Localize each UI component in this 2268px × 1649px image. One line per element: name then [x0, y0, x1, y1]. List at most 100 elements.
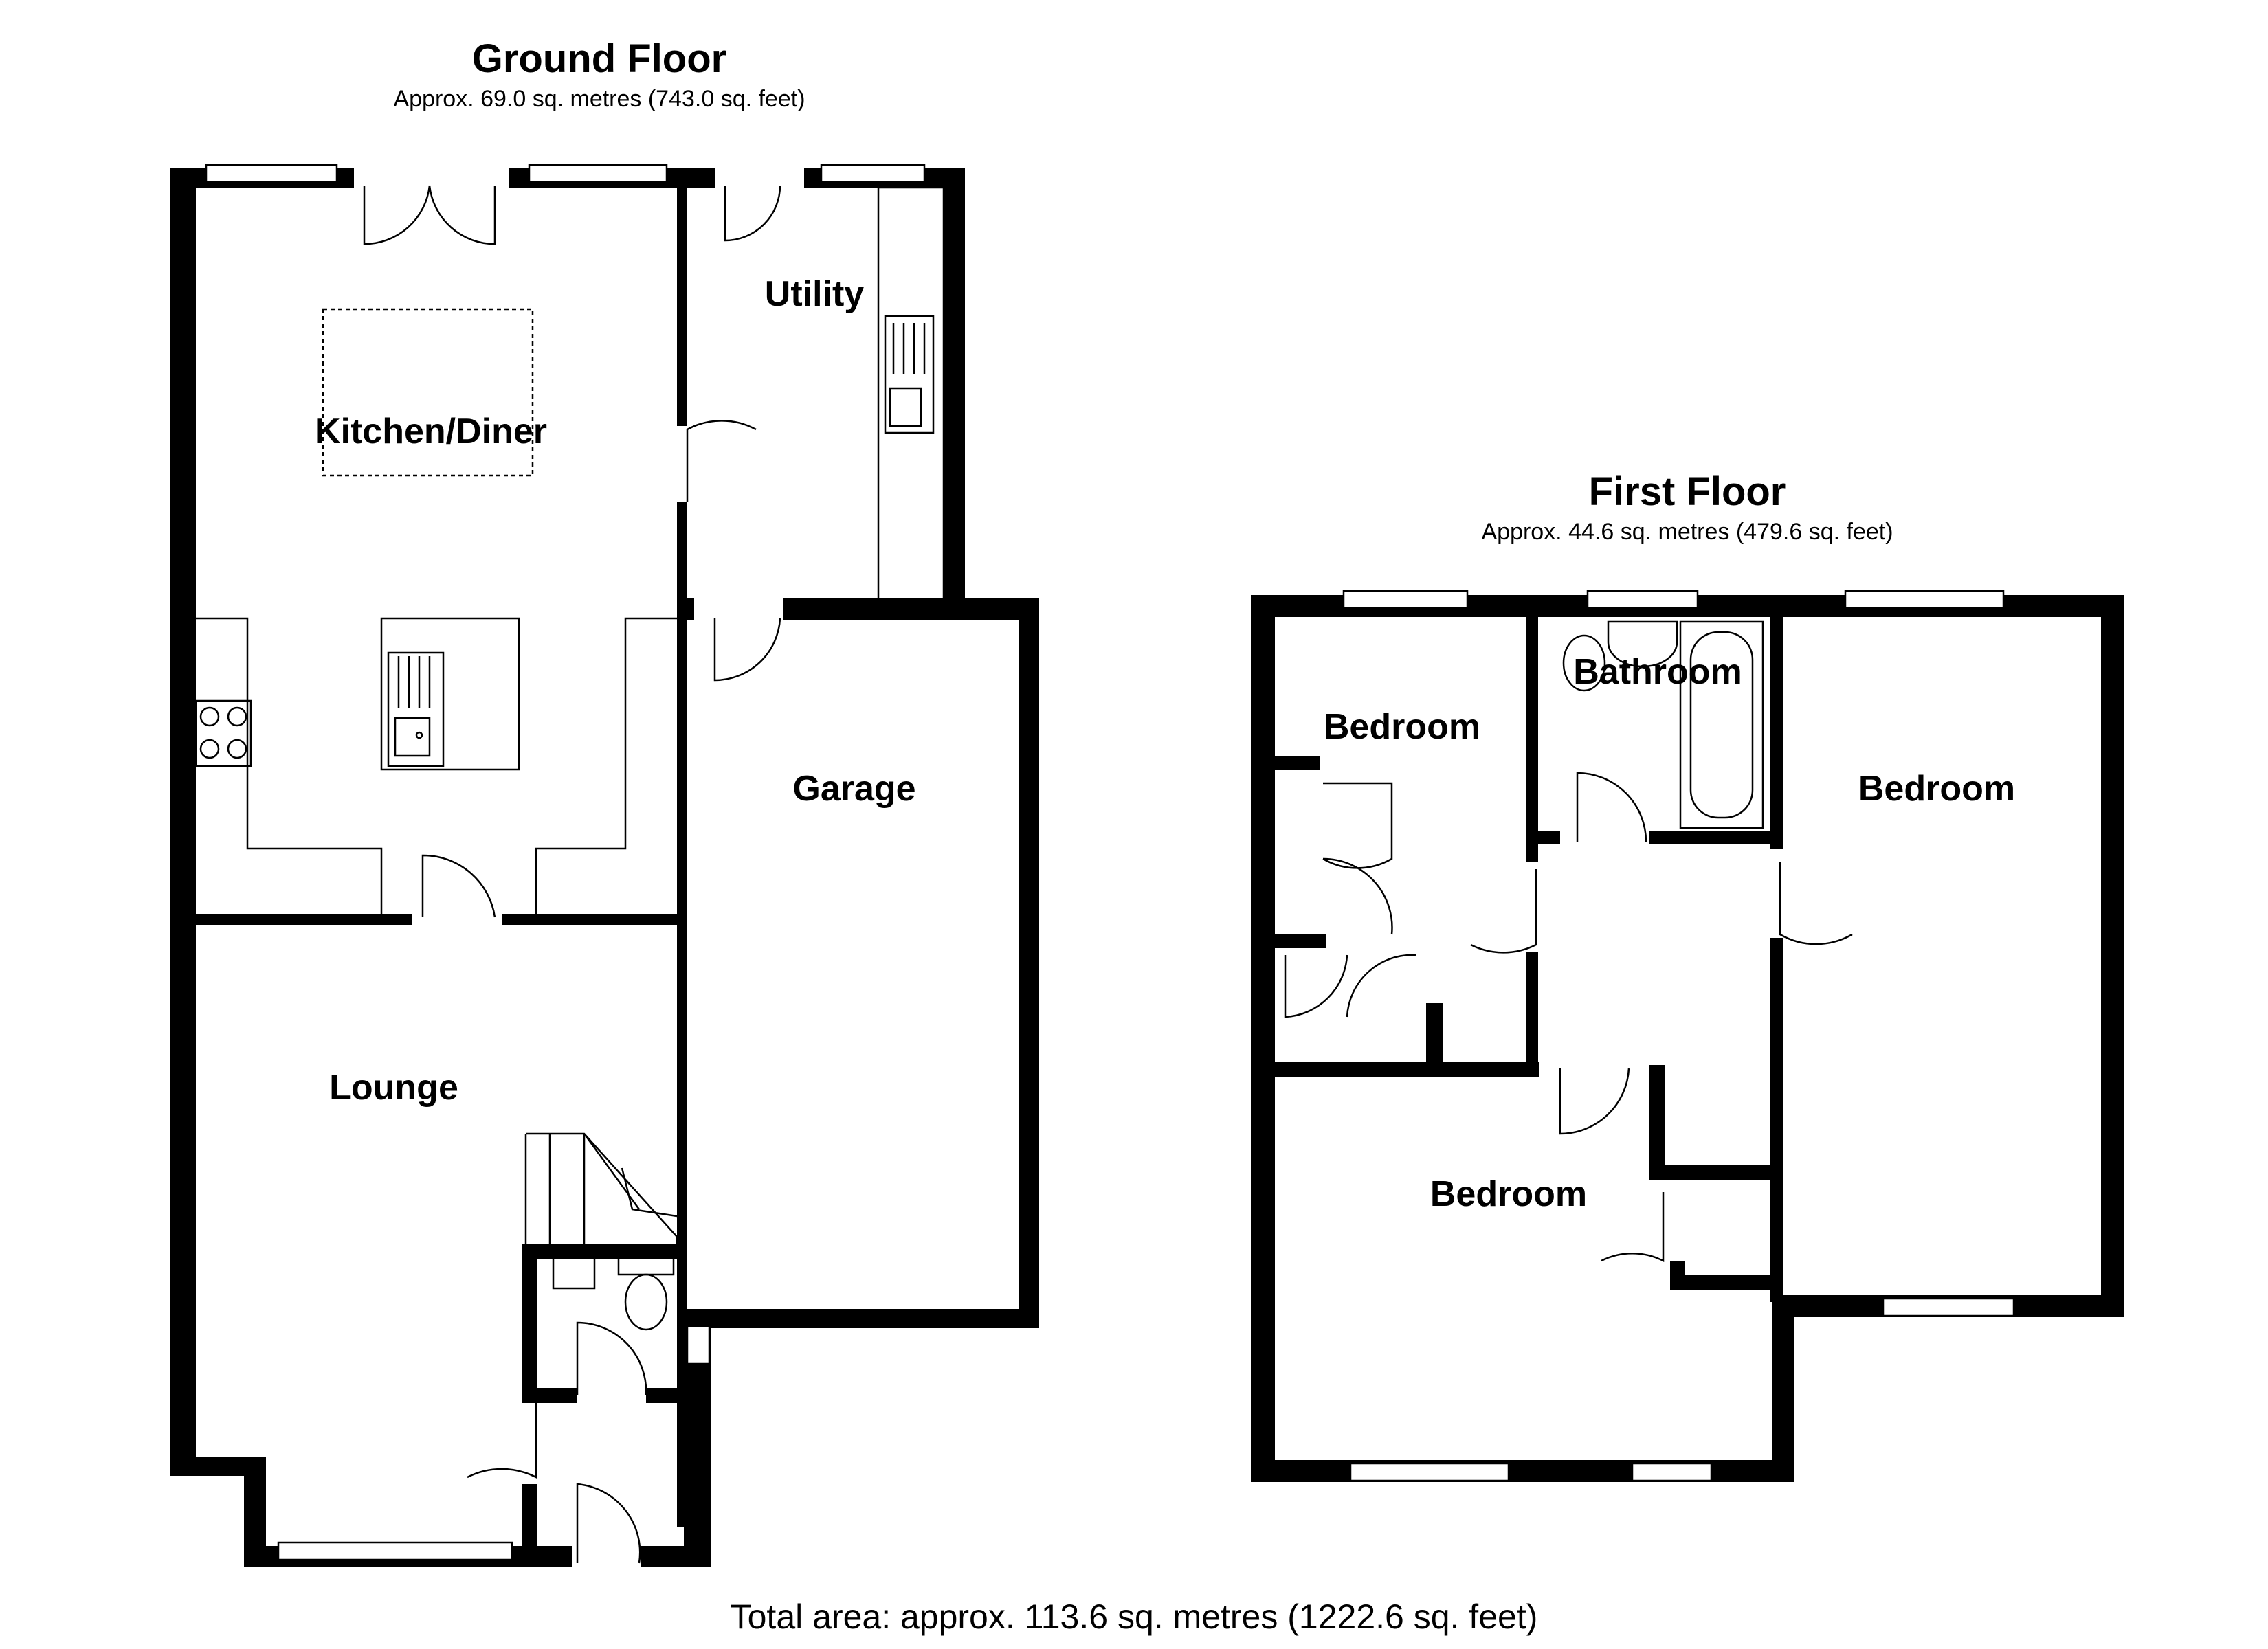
- room-label-bedroom-left: Bedroom: [1324, 707, 1480, 747]
- bedroom-bedroom-wall: [1271, 1062, 1539, 1077]
- first-floor-area: Approx. 44.6 sq. metres (479.6 sq. feet): [1481, 519, 1893, 545]
- wc-door-swing: [576, 1321, 647, 1395]
- cupboard-door-swing: [1601, 1192, 1665, 1263]
- bedroom-bathroom-wall-upper: [1526, 615, 1538, 862]
- stairs-icon: [524, 1132, 678, 1247]
- kitchen-lounge-door-swing: [421, 854, 496, 918]
- cupboard-north-wall: [1649, 1165, 1773, 1180]
- total-area: Total area: approx. 113.6 sq. metres (12…: [731, 1597, 1538, 1636]
- porch-inner-door-swing: [467, 1402, 537, 1479]
- wc-basin-icon: [552, 1256, 596, 1290]
- cupboard-south-wall: [1670, 1275, 1773, 1290]
- ground-floor-title: Ground Floor: [472, 36, 727, 81]
- sink-drainer-icon: [387, 651, 445, 767]
- kitchen-lounge-west-wall: [170, 168, 196, 1474]
- drainer-grooves-icon: [397, 656, 431, 708]
- lounge-bay-window: [277, 1541, 513, 1561]
- bathroom-door-swing: [1576, 772, 1647, 842]
- front-door-gap: [572, 1484, 641, 1570]
- utility-counter: [877, 186, 945, 601]
- hob-ring-icon: [227, 739, 247, 759]
- utility-back-door-gap: [715, 165, 804, 191]
- bedroom-left-door-swing: [1470, 869, 1537, 954]
- front-door-swing: [576, 1483, 641, 1564]
- sink-bowl-icon: [394, 717, 431, 757]
- kitchen-utility-door-swing: [686, 420, 757, 502]
- kitchen-counter-right: [535, 617, 677, 914]
- utility-sink-bowl-icon: [889, 387, 922, 427]
- room-label-lounge: Lounge: [329, 1068, 458, 1108]
- wardrobe-upper-doors: [1322, 782, 1393, 935]
- dining-table-outline: [322, 308, 534, 477]
- garage-south-wall: [691, 1309, 1039, 1328]
- wc-west-wall: [522, 1244, 537, 1402]
- bathroom-window: [1586, 590, 1699, 609]
- first-west-wall: [1251, 595, 1275, 1481]
- bedroom-landing-wall: [1526, 952, 1538, 1075]
- bedroom-right-window: [1844, 590, 2005, 609]
- kitchen-counter-left: [196, 617, 383, 914]
- kitchen-lounge-door-gap: [412, 910, 502, 928]
- hob-ring-icon: [199, 739, 220, 759]
- wardrobe-north-wall: [1271, 756, 1320, 770]
- wc-south-wall-left: [522, 1388, 577, 1403]
- bedroom-bottom-door-swing: [1559, 1068, 1630, 1135]
- room-label-utility: Utility: [765, 274, 865, 314]
- garage-east-wall: [1019, 598, 1039, 1326]
- landing-east-wall: [1770, 938, 1783, 1302]
- utility-drainer-grooves-icon: [892, 323, 926, 374]
- utility-sink-drainer-icon: [884, 315, 935, 434]
- kitchen-window-1: [205, 164, 338, 183]
- utility-window: [820, 164, 926, 183]
- hob-icon: [194, 699, 252, 767]
- ground-floor-area: Approx. 69.0 sq. metres (743.0 sq. feet): [393, 86, 805, 112]
- utility-garage-door-swing: [713, 618, 781, 682]
- room-label-bedroom-right: Bedroom: [1858, 769, 2015, 809]
- room-label-kitchen: Kitchen/Diner: [315, 412, 547, 451]
- room-label-bedroom-bottom: Bedroom: [1430, 1174, 1587, 1214]
- hob-ring-icon: [199, 706, 220, 727]
- bedroom-right-door-swing: [1779, 862, 1853, 945]
- first-east-wall: [2101, 595, 2124, 1316]
- first-floor-plan: First Floor Approx. 44.6 sq. metres (479…: [1251, 469, 2124, 1482]
- wardrobe-divider: [1271, 934, 1326, 948]
- patio-door-left-swing: [363, 185, 431, 245]
- bathroom-basin-icon: [1607, 620, 1678, 668]
- bath-tub-icon: [1689, 631, 1754, 819]
- utility-east-wall: [943, 168, 965, 608]
- ground-floor-plan: Ground Floor Approx. 69.0 sq. metres (74…: [170, 36, 1039, 1570]
- utility-back-door-swing: [724, 185, 781, 242]
- room-label-bathroom: Bathroom: [1573, 652, 1742, 692]
- wardrobe-east-stub: [1426, 1003, 1443, 1072]
- first-floor-title: First Floor: [1589, 469, 1786, 514]
- room-label-garage: Garage: [792, 769, 915, 809]
- bathroom-south-wall: [1649, 831, 1780, 844]
- bedroom-bottom-window-1: [1349, 1462, 1510, 1482]
- patio-door-gap: [354, 165, 509, 191]
- bedroom-bottom-window-2: [1631, 1462, 1713, 1482]
- wc-cistern-icon: [617, 1256, 675, 1276]
- wc-toilet-icon: [624, 1273, 668, 1331]
- first-south-wall: [1251, 1460, 1794, 1482]
- kitchen-utility-partition: [677, 188, 687, 1527]
- bedroom-left-window: [1342, 590, 1469, 609]
- kitchen-window-2: [528, 164, 668, 183]
- patio-door-right-swing: [428, 185, 496, 245]
- porch-west-wall: [522, 1484, 537, 1567]
- bedroom-bottom-east-wall: [1772, 1295, 1794, 1482]
- bathroom-toilet-icon: [1562, 634, 1606, 692]
- wc-north-wall: [522, 1244, 687, 1259]
- bedroom-right-south-window: [1882, 1297, 2015, 1317]
- bath-icon: [1679, 620, 1764, 829]
- kitchen-island: [380, 617, 520, 771]
- cupboard-west-wall: [1649, 1065, 1665, 1178]
- wardrobe-lower-doors: [1284, 954, 1416, 1018]
- utility-garage-door-gap: [694, 594, 783, 623]
- tap-icon: [415, 731, 423, 739]
- wc-window: [686, 1325, 711, 1365]
- hob-ring-icon: [227, 706, 247, 727]
- wc-south-wall-right: [646, 1388, 687, 1403]
- bathroom-sw-wall: [1526, 831, 1560, 844]
- cupboard-south-stub: [1670, 1261, 1685, 1288]
